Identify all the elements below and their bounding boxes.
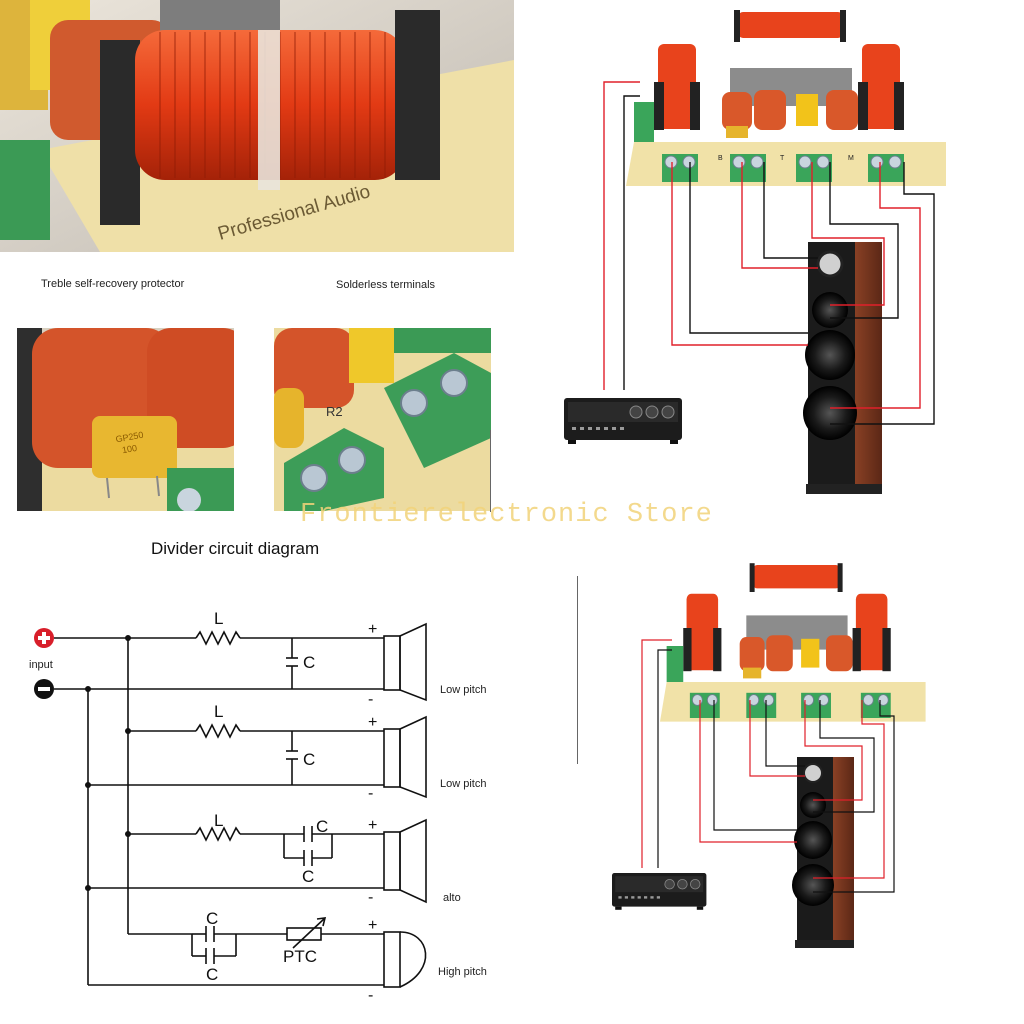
separator-line: [577, 576, 578, 764]
solderless-terminals-caption: Solderless terminals: [336, 279, 436, 291]
ptc-component: [92, 416, 177, 478]
terminal-print: R2: [326, 404, 343, 419]
amplifier-bottom: [611, 872, 707, 911]
board-letter-m: M: [848, 155, 854, 162]
capacitor-label: C: [303, 750, 315, 769]
tower-speaker-top: [803, 242, 882, 494]
tower-speaker-bottom: [792, 757, 854, 948]
plus-sign: +: [368, 714, 377, 731]
plus-sign: +: [368, 817, 377, 834]
input-plus-terminal: [34, 628, 54, 648]
crossover-board-bottom: [659, 562, 927, 723]
capacitor-label: C: [206, 965, 218, 984]
treble-protector-caption: Treble self-recovery protector: [41, 278, 185, 290]
separator-line: [490, 430, 491, 512]
terminal-closeup-photo: R2: [274, 328, 491, 511]
bobbin-right: [395, 10, 440, 180]
input-label: input: [29, 659, 53, 671]
crossover-board-top: [625, 9, 947, 187]
capacitor-label: C: [206, 909, 218, 928]
green-terminal-block: [384, 353, 491, 468]
plus-sign: +: [368, 917, 377, 934]
ptc-closeup-photo: GP250 100: [17, 328, 234, 511]
bobbin-left: [100, 40, 140, 225]
inductor-label: L: [214, 811, 223, 830]
input-minus-terminal: [34, 679, 54, 699]
inductor-label: L: [214, 609, 223, 628]
cable-tie: [258, 30, 280, 190]
capacitor-label: C: [302, 867, 314, 886]
wires-bottom: [641, 639, 895, 893]
board-letter-t: T: [780, 155, 785, 162]
speaker-label: Low pitch: [440, 778, 486, 790]
minus-sign: -: [368, 987, 373, 1004]
wires-top: [603, 81, 935, 425]
store-watermark: Frontierelectronic Store: [300, 500, 713, 530]
divider-circuit-schematic: input L C + - Low pitch L C + - Low pitc…: [29, 609, 487, 1004]
minus-sign: -: [368, 889, 373, 906]
green-terminal: [0, 140, 50, 240]
ptc-print-value: 100: [121, 443, 138, 455]
coil-closeup-photo: Professional Audio: [0, 0, 514, 252]
minus-sign: -: [368, 785, 373, 802]
minus-sign: -: [368, 691, 373, 708]
board-letter-b: B: [718, 155, 723, 162]
capacitor-label: C: [303, 653, 315, 672]
amplifier-top: [563, 397, 683, 445]
ptc-print: GP250: [115, 430, 144, 445]
green-terminal-block: [284, 428, 384, 511]
plus-sign: +: [368, 621, 377, 638]
divider-title: Divider circuit diagram: [151, 539, 320, 558]
inductor-label: L: [214, 702, 223, 721]
ptc-label: PTC: [283, 947, 317, 966]
speaker-label: alto: [443, 892, 461, 904]
speaker-label: High pitch: [438, 966, 487, 978]
capacitor-label: C: [316, 817, 328, 836]
speaker-label: Low pitch: [440, 684, 486, 696]
